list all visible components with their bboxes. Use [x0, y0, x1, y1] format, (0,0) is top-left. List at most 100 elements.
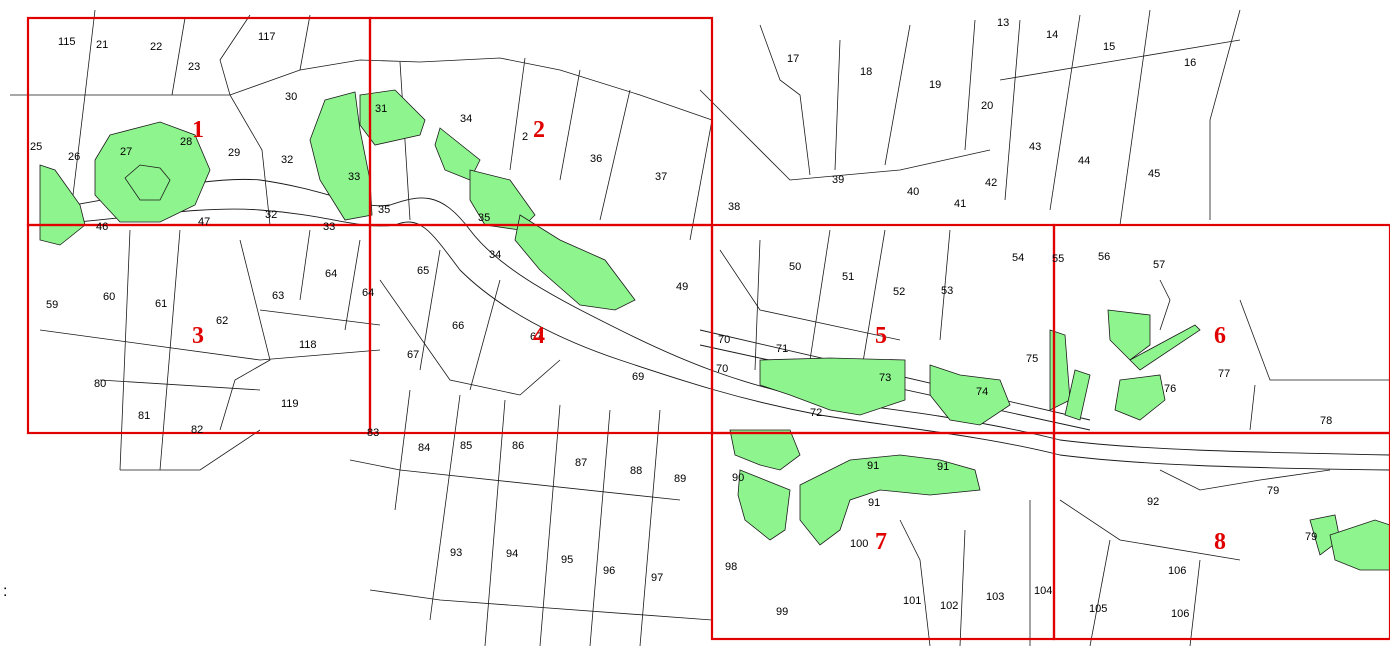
parcel-label: 83 [367, 427, 379, 439]
parcel-label: 16 [1184, 57, 1196, 69]
parcel-label: 95 [561, 554, 573, 566]
parcel-label: 47 [198, 216, 210, 228]
parcel-label: 88 [630, 465, 642, 477]
parcel-label: 17 [787, 53, 799, 65]
parcel-label: 26 [68, 151, 80, 163]
parcel-label: 53 [941, 285, 953, 297]
parcel-label: 34 [460, 113, 472, 125]
parcel-label: 69 [632, 371, 644, 383]
parcel-label: 73 [879, 372, 891, 384]
parcel-label: 75 [1026, 353, 1038, 365]
parcel-label: 38 [728, 201, 740, 213]
parcel-label: 70 [716, 363, 728, 375]
parcel-label: 33 [323, 221, 335, 233]
sheet-label-5: 5 [875, 323, 887, 349]
parcel-label: 103 [986, 591, 1004, 603]
parcel-label: 28 [180, 136, 192, 148]
parcel-label: 40 [907, 186, 919, 198]
sheet-frame-8 [1052, 431, 1390, 641]
parcel-label: 32 [265, 209, 277, 221]
parcel-label: 20 [981, 100, 993, 112]
parcel-label: 36 [590, 153, 602, 165]
parcel-label: 56 [1098, 251, 1110, 263]
parcel-label: 59 [46, 299, 58, 311]
parcel-label: 43 [1029, 141, 1041, 153]
parcel-label: 81 [138, 410, 150, 422]
parcel-label: 74 [976, 386, 988, 398]
parcel-label: 79 [1305, 531, 1317, 543]
parcel-label: 71 [776, 343, 788, 355]
parcel-label: 49 [676, 281, 688, 293]
parcel-label: 84 [418, 442, 430, 454]
parcel-label: 54 [1012, 252, 1024, 264]
parcel-label: 101 [903, 595, 921, 607]
parcel-label: 31 [375, 103, 387, 115]
parcel-label: 79 [1267, 485, 1279, 497]
parcel-label: 92 [1147, 496, 1159, 508]
parcel-label: 50 [789, 261, 801, 273]
parcel-label: 99 [776, 606, 788, 618]
parcel-label: 85 [460, 440, 472, 452]
parcel-label: 2 [522, 131, 528, 143]
parcel-label: 64 [362, 287, 374, 299]
parcel-label: 100 [850, 538, 868, 550]
parcel-label: 46 [96, 221, 108, 233]
parcel-label: 76 [1164, 383, 1176, 395]
parcel-label: 35 [378, 204, 390, 216]
parcel-label: 42 [985, 177, 997, 189]
parcel-label: 118 [299, 339, 317, 351]
parcel-label: 32 [281, 154, 293, 166]
parcel-label: 60 [103, 291, 115, 303]
parcel-label: 77 [1218, 368, 1230, 380]
parcel-label: 33 [348, 171, 360, 183]
parcel-label: 97 [651, 572, 663, 584]
green-areas [39, 89, 1390, 571]
sheet-label-8: 8 [1214, 529, 1226, 555]
parcel-label: 41 [954, 198, 966, 210]
parcel-label: 64 [325, 268, 337, 280]
parcel-label: 37 [655, 171, 667, 183]
parcel-label: 18 [860, 66, 872, 78]
parcel-label: 82 [191, 424, 203, 436]
parcel-label: 30 [285, 91, 297, 103]
parcel-label: 25 [30, 141, 42, 153]
parcel-label: 14 [1046, 29, 1058, 41]
parcel-label: 15 [1103, 41, 1115, 53]
sheet-label-7: 7 [875, 529, 887, 555]
parcel-label: 34 [489, 249, 501, 261]
parcel-label: 67 [407, 349, 419, 361]
parcel-label: 91 [867, 460, 879, 472]
stray-colon: : [3, 583, 7, 600]
parcel-label: 61 [155, 298, 167, 310]
parcel-label: 119 [281, 398, 299, 410]
parcel-label: 102 [940, 600, 958, 612]
parcel-label: 13 [997, 17, 1009, 29]
parcel-label: 51 [842, 271, 854, 283]
sheet-label-2: 2 [533, 117, 545, 143]
parcel-label: 55 [1052, 253, 1064, 265]
parcel-label: 89 [674, 473, 686, 485]
parcel-label: 19 [929, 79, 941, 91]
parcel-label: 91 [937, 461, 949, 473]
parcel-label: 80 [94, 378, 106, 390]
parcel-label: 27 [120, 146, 132, 158]
sheet-label-1: 1 [192, 117, 204, 143]
parcel-label: 35 [478, 212, 490, 224]
parcel-label: 105 [1089, 603, 1107, 615]
parcel-label: 62 [216, 315, 228, 327]
parcel-label: 115 [58, 36, 76, 48]
sheet-label-4: 4 [533, 323, 545, 349]
parcel-label: 21 [96, 39, 108, 51]
river-channel [39, 178, 1390, 471]
parcel-label: 90 [732, 472, 744, 484]
parcel-label: 91 [868, 497, 880, 509]
parcel-label: 104 [1034, 585, 1052, 597]
parcel-label: 86 [512, 440, 524, 452]
parcel-label: 63 [272, 290, 284, 302]
parcel-label: 117 [258, 31, 276, 43]
parcel-boundaries [10, 9, 1390, 646]
parcel-label: 94 [506, 548, 518, 560]
parcel-label: 44 [1078, 155, 1090, 167]
